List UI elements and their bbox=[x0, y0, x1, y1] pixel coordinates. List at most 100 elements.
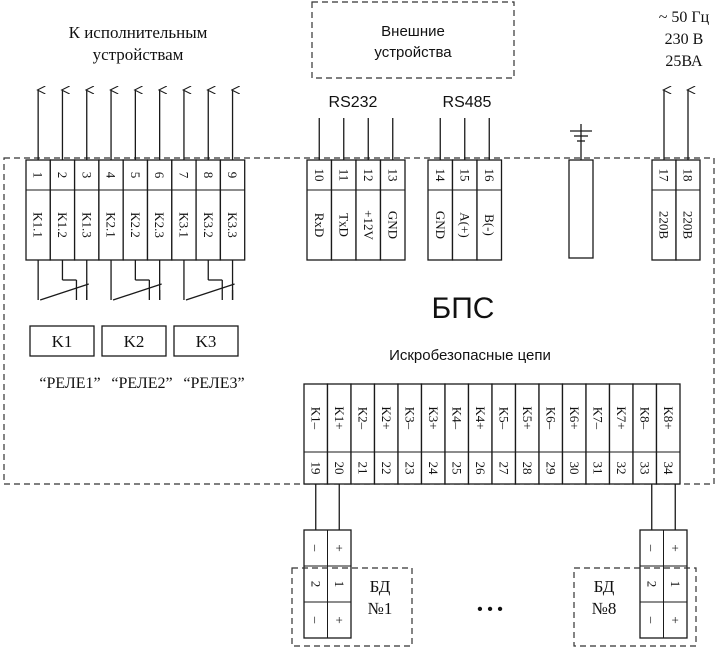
sensor-terminal-31: K7–31 bbox=[585, 383, 611, 485]
terminal-signal: K1– bbox=[308, 407, 323, 430]
sensor-terminal-33: K8– 33 bbox=[632, 383, 658, 485]
sensor-terminal-30: K6+30 bbox=[561, 383, 587, 485]
relay-k3: K3 “РЕЛЕ3” bbox=[173, 325, 245, 392]
terminal-number: 28 bbox=[520, 462, 535, 475]
terminal-signal: K3– bbox=[402, 407, 417, 430]
terminal-number: 21 bbox=[355, 462, 370, 475]
relay-caption: “РЕЛЕ2” bbox=[111, 375, 172, 392]
terminal-number: 6 bbox=[152, 172, 167, 179]
sensor-terminal-23: K3– 23 bbox=[397, 383, 423, 485]
terminal-signal: K1.3 bbox=[79, 212, 94, 238]
terminal-signal: K6– bbox=[543, 407, 558, 430]
rs485-terminal-15: 15A(+) bbox=[451, 159, 478, 261]
terminal-signal: K3.3 bbox=[225, 212, 240, 238]
sensor-terminal-22: K2+22 bbox=[373, 383, 399, 485]
terminal-signal: K4+ bbox=[473, 406, 488, 429]
relay-output-arrows bbox=[38, 90, 232, 160]
relay-terminal-6: 6K2.3 bbox=[146, 159, 173, 261]
sensor-terminal-29: K6–29 bbox=[538, 383, 564, 485]
rs485-label: RS485 bbox=[443, 94, 492, 111]
detector-terminal: 1 bbox=[668, 581, 683, 588]
terminal-number: 11 bbox=[336, 169, 351, 182]
relay-name: K3 bbox=[196, 332, 217, 351]
sensor-terminal-34: K8+34 bbox=[655, 383, 681, 485]
relay-switch bbox=[110, 260, 162, 301]
detector-index: №1 bbox=[368, 599, 393, 618]
detector-terminal: 2 bbox=[644, 581, 659, 588]
unit-title: БПС bbox=[432, 292, 495, 325]
terminal-number: 8 bbox=[201, 172, 216, 179]
terminal-number: 16 bbox=[482, 169, 497, 183]
terminal-signal: K1.1 bbox=[31, 212, 46, 238]
relay-terminal-block: 1K1.12K1.23K1.34K2.15K2.26K2.37K3.18K3.2… bbox=[25, 159, 246, 261]
terminal-signal: K1+ bbox=[332, 406, 347, 429]
terminal-signal: K5– bbox=[496, 407, 511, 430]
terminal-signal: K3.1 bbox=[176, 212, 191, 238]
terminal-signal: K2.2 bbox=[128, 212, 143, 238]
relay-terminal-5: 5K2.2 bbox=[122, 159, 149, 261]
terminal-number: 20 bbox=[332, 462, 347, 475]
terminal-signal: K3.2 bbox=[201, 212, 216, 238]
relay-switch bbox=[183, 260, 235, 301]
terminal-signal: K8– bbox=[637, 407, 652, 430]
relay-k2: K2 “РЕЛЕ2” bbox=[101, 325, 173, 392]
detector-terminal: + bbox=[332, 544, 347, 551]
terminal-number: 14 bbox=[433, 169, 448, 183]
external-devices-label: Внешние bbox=[381, 23, 445, 40]
detector-terminal: + bbox=[668, 616, 683, 623]
sensor-terminal-27: K5–27 bbox=[491, 383, 517, 485]
detector-name: БД bbox=[594, 577, 615, 596]
detector-terminal: – bbox=[644, 616, 659, 624]
terminal-signal: K2.3 bbox=[152, 212, 167, 238]
relay-terminal-2: 2K1.2 bbox=[49, 159, 76, 261]
detector-terminal: 2 bbox=[308, 581, 323, 588]
external-devices-box bbox=[311, 1, 515, 79]
terminal-number: 3 bbox=[79, 172, 94, 179]
relay-terminal-8: 8K3.2 bbox=[195, 159, 222, 261]
detector-terminal: – bbox=[644, 544, 659, 552]
terminal-number: 9 bbox=[225, 172, 240, 179]
terminal-number: 33 bbox=[637, 462, 652, 475]
terminal-signal: K7+ bbox=[614, 406, 629, 429]
terminal-signal: GND bbox=[433, 211, 448, 239]
terminal-signal: K8+ bbox=[661, 406, 676, 429]
terminal-signal: K5+ bbox=[520, 406, 535, 429]
terminal-signal: K6+ bbox=[567, 406, 582, 429]
ellipsis: • • • bbox=[477, 601, 503, 618]
terminal-number: 19 bbox=[308, 462, 323, 475]
terminal-number: 12 bbox=[361, 169, 376, 182]
relay-caption: “РЕЛЕ1” bbox=[39, 375, 100, 392]
terminal-number: 25 bbox=[449, 462, 464, 475]
relay-terminal-7: 7K3.1 bbox=[171, 159, 197, 261]
sensor-terminal-25: K4– 25 bbox=[444, 383, 470, 485]
terminal-number: 7 bbox=[176, 172, 191, 179]
terminal-signal: TxD bbox=[336, 213, 351, 237]
rs232-terminal-12: 12+12V bbox=[355, 159, 382, 261]
sensor-terminal-28: K5+ 28 bbox=[514, 383, 540, 485]
relay-terminal-1: 1K1.1 bbox=[25, 159, 51, 261]
detector-index: №8 bbox=[592, 599, 617, 618]
relay-caption: “РЕЛЕ3” bbox=[183, 375, 244, 392]
terminal-number: 23 bbox=[402, 462, 417, 475]
terminal-signal: K2+ bbox=[379, 406, 394, 429]
sensor-terminal-19: K1– 19 bbox=[303, 383, 329, 485]
detector-terminal: + bbox=[332, 616, 347, 623]
relay-name: K2 bbox=[124, 332, 145, 351]
terminal-signal: 220В bbox=[657, 211, 672, 240]
terminal-number: 17 bbox=[657, 169, 672, 183]
power-rating-label: 25ВА bbox=[665, 53, 703, 70]
relay-k1: K1“РЕЛЕ1” bbox=[29, 325, 101, 392]
power-voltage-label: 230 В bbox=[665, 31, 704, 48]
terminal-number: 32 bbox=[614, 462, 629, 475]
terminal-number: 5 bbox=[128, 172, 143, 179]
external-devices-label-2: устройства bbox=[374, 44, 452, 61]
terminal-number: 15 bbox=[457, 169, 472, 182]
terminal-signal: K4– bbox=[449, 407, 464, 430]
terminal-signal: K2– bbox=[355, 407, 370, 430]
